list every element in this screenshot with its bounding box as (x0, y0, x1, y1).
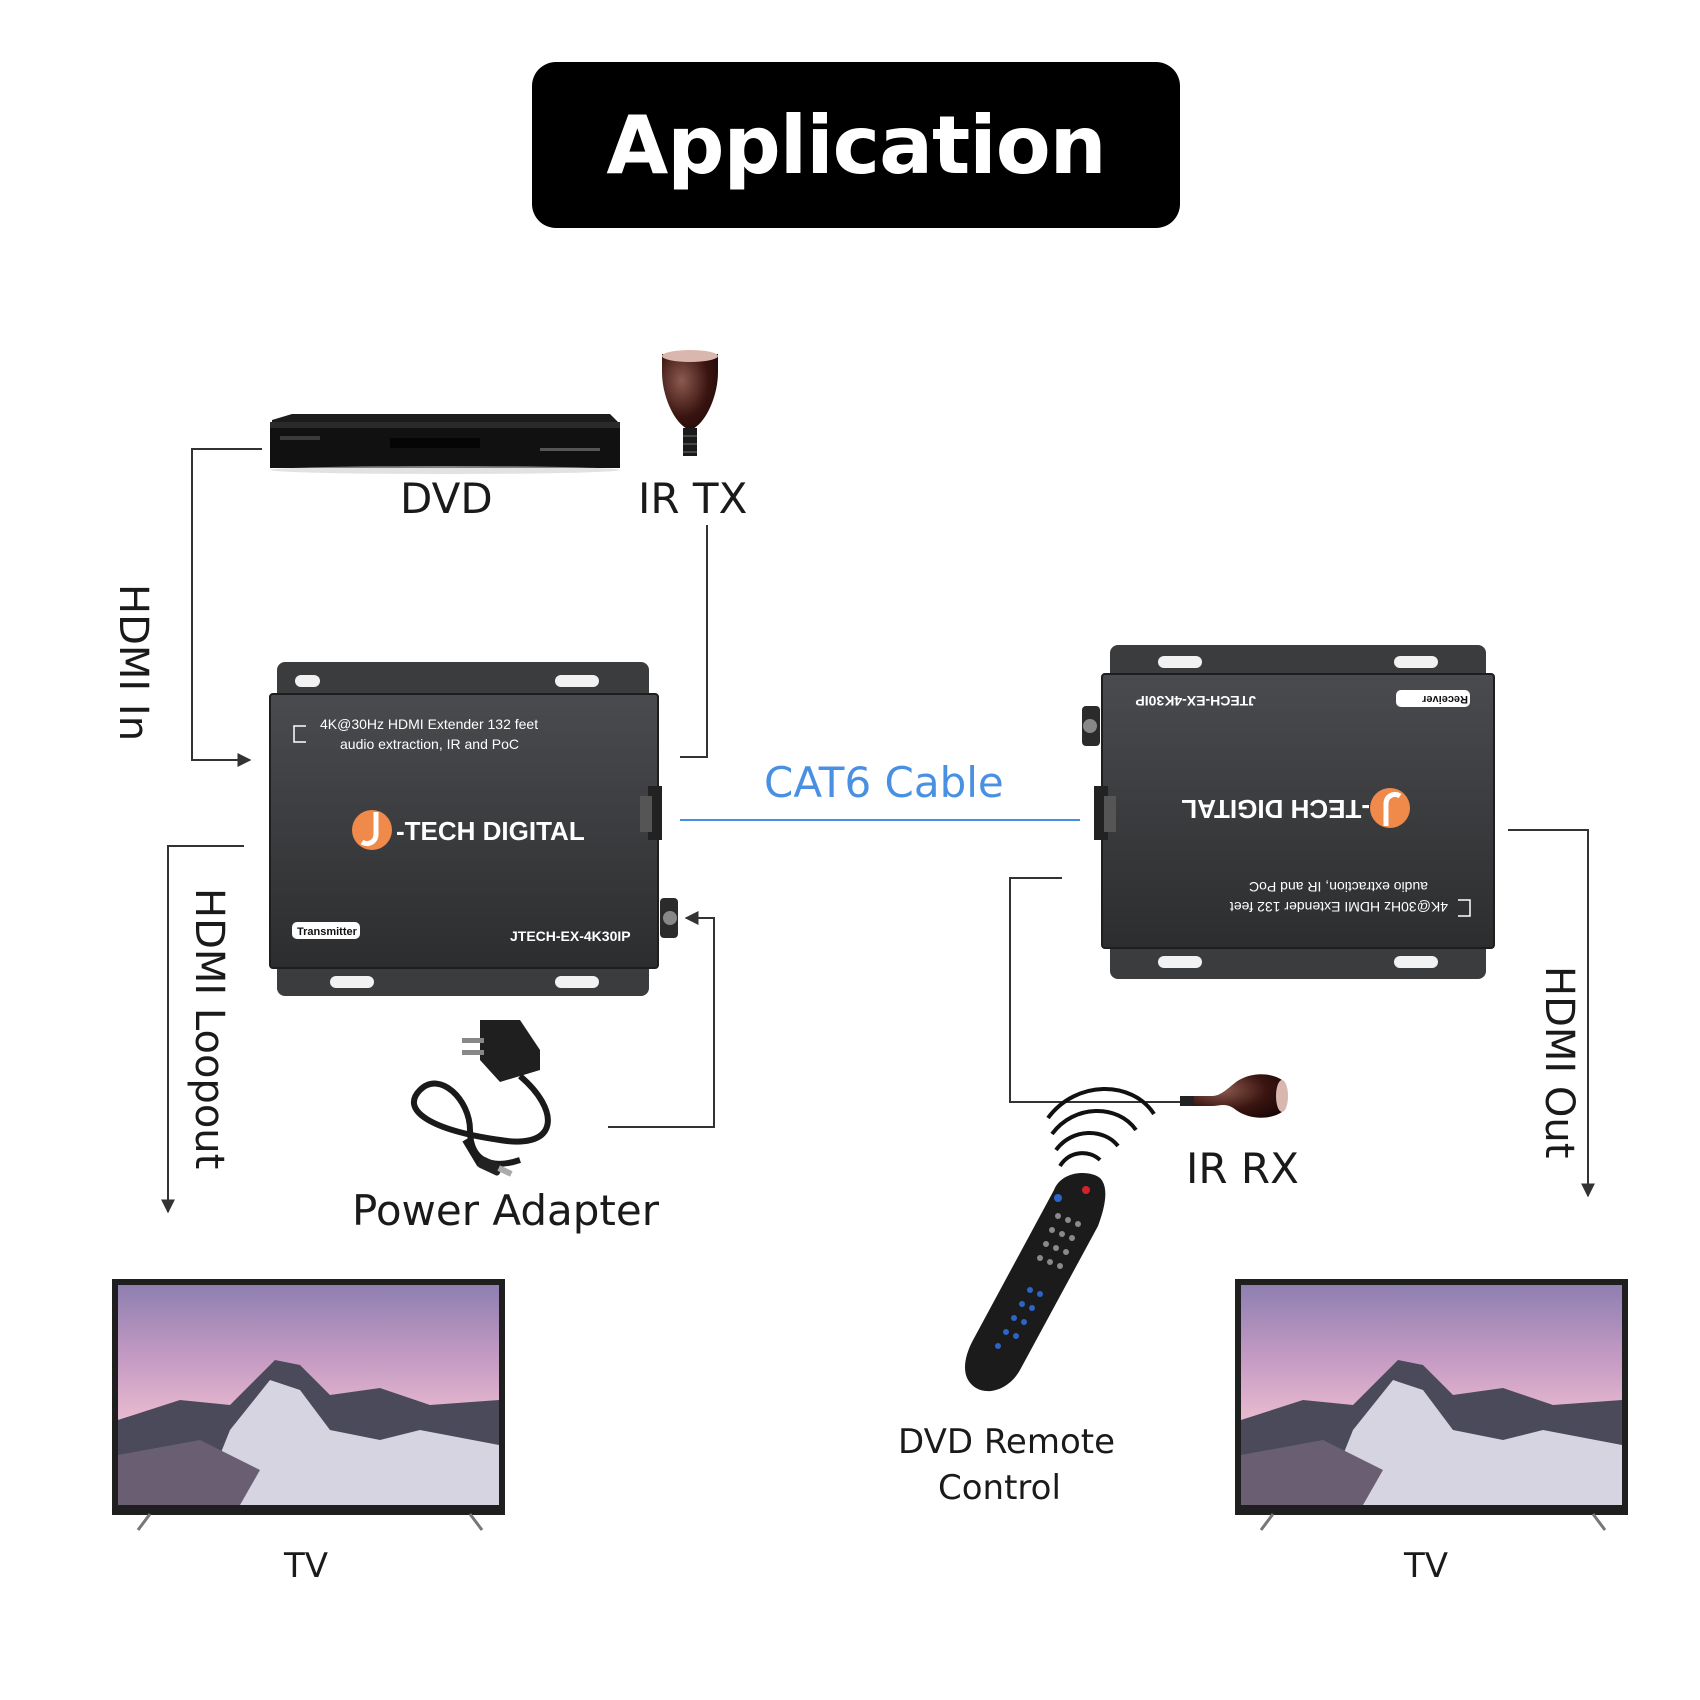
power-line (608, 911, 715, 1128)
remote-label-line1: DVD Remote (898, 1422, 1116, 1462)
cat6-label: CAT6 Cable (764, 758, 1004, 807)
ir-emitter-icon (662, 350, 718, 456)
transmitter-spec-line2: audio extraction, IR and PoC (340, 736, 519, 752)
transmitter-brand: -TECH DIGITAL (396, 816, 585, 846)
hdmi-loopout-line (161, 845, 244, 1214)
hdmi-in-label: HDMI In (110, 584, 156, 742)
power-adapter-label: Power Adapter (352, 1186, 659, 1235)
hdmi-out-label: HDMI Out (1536, 966, 1582, 1159)
ir-receiver-icon (1180, 1074, 1288, 1118)
tv-icon (1235, 1279, 1628, 1531)
page-title: Application (606, 98, 1106, 192)
ir-tx-line (680, 525, 708, 758)
receiver-model: JTECH-EX-4K30IP (1135, 693, 1256, 709)
hdmi-in-line (191, 448, 262, 767)
receiver-device (1082, 645, 1495, 979)
tv-right-label: TV (1404, 1546, 1449, 1586)
power-adapter-icon (411, 1020, 551, 1177)
ir-rx-line (1009, 877, 1190, 1103)
receiver-spec-line1: 4K@30Hz HDMI Extender 132 feet (1230, 899, 1448, 915)
transmitter-badge: Transmitter (297, 926, 358, 938)
hdmi-loopout-label: HDMI Loopout (186, 888, 232, 1170)
receiver-badge: Receiver (1421, 693, 1468, 705)
transmitter-device (269, 662, 678, 996)
receiver-spec-line2: audio extraction, IR and PoC (1249, 879, 1428, 895)
tv-icon (112, 1279, 505, 1531)
remote-label-line2: Control (938, 1468, 1061, 1508)
receiver-logo (1370, 788, 1410, 828)
dvd-label: DVD (400, 474, 493, 523)
hdmi-out-line (1508, 829, 1595, 1198)
receiver-brand: -TECH DIGITAL (1181, 794, 1370, 824)
transmitter-logo (352, 810, 392, 850)
remote-control-icon (965, 1087, 1156, 1392)
ir-tx-label: IR TX (638, 474, 748, 523)
tv-left-label: TV (284, 1546, 329, 1586)
dvd-player-icon (270, 414, 620, 474)
transmitter-model: JTECH-EX-4K30IP (510, 928, 631, 944)
transmitter-spec-line1: 4K@30Hz HDMI Extender 132 feet (320, 716, 538, 732)
title-banner: Application (532, 62, 1180, 228)
ir-rx-label: IR RX (1186, 1144, 1299, 1193)
